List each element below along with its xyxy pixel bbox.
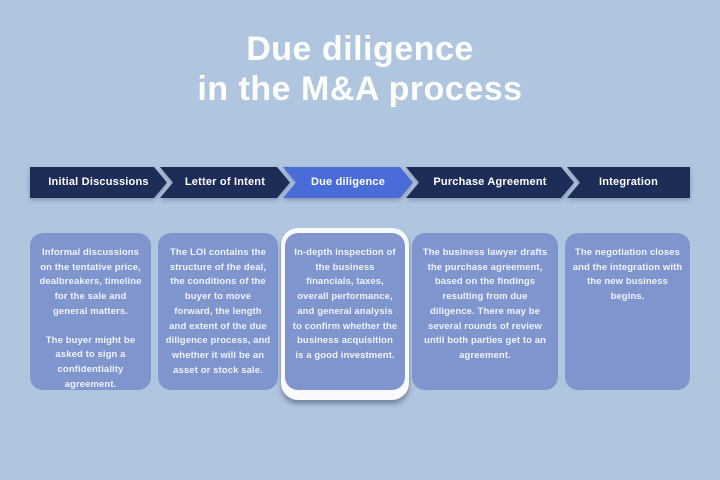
process-step-label: Integration [598, 176, 659, 189]
process-step-due-diligence: Due diligence [283, 167, 413, 198]
stage-description: Informal discussions on the tentative pr… [39, 247, 142, 317]
stage-card-due-diligence: In-depth inspection of the business fina… [281, 228, 409, 400]
stage-card-body: Informal discussions on the tentative pr… [30, 233, 151, 390]
stage-description: The buyer might be asked to sign a confi… [45, 334, 136, 390]
stage-description: The business lawyer drafts the purchase … [422, 247, 548, 362]
stage-card-initial-discussions: Informal discussions on the tentative pr… [30, 233, 151, 390]
stage-card-purchase-agreement: The business lawyer drafts the purchase … [412, 233, 558, 390]
process-step-label: Due diligence [310, 176, 386, 189]
process-step-letter-of-intent: Letter of Intent [160, 167, 290, 198]
page-title-line2: in the M&A process [197, 69, 523, 108]
stage-card-body: The LOI contains the structure of the de… [158, 233, 278, 390]
stage-card-body: The business lawyer drafts the purchase … [412, 233, 558, 390]
stage-description: The negotiation closes and the integrati… [572, 247, 683, 303]
stage-card-body: The negotiation closes and the integrati… [565, 233, 690, 390]
process-step-initial-discussions: Initial Discussions [30, 167, 167, 198]
process-step-label: Initial Discussions [48, 176, 149, 189]
stage-card-body: In-depth inspection of the business fina… [285, 233, 405, 390]
stage-description: The LOI contains the structure of the de… [165, 247, 271, 376]
stage-card-letter-of-intent: The LOI contains the structure of the de… [158, 233, 278, 390]
stage-description: In-depth inspection of the business fina… [292, 247, 398, 362]
process-step-purchase-agreement: Purchase Agreement [406, 167, 574, 198]
process-step-label: Letter of Intent [184, 176, 266, 189]
process-chevron-bar: Initial Discussions Letter of Intent Due… [30, 167, 690, 198]
stage-cards-row: Informal discussions on the tentative pr… [30, 228, 690, 400]
highlight-card: In-depth inspection of the business fina… [281, 228, 409, 400]
process-step-label: Purchase Agreement [433, 176, 547, 189]
process-step-integration: Integration [567, 167, 690, 198]
page-title-line1: Due diligence [246, 30, 474, 68]
page-title: Due diligence in the M&A process [0, 30, 720, 110]
stage-card-integration: The negotiation closes and the integrati… [565, 233, 690, 390]
